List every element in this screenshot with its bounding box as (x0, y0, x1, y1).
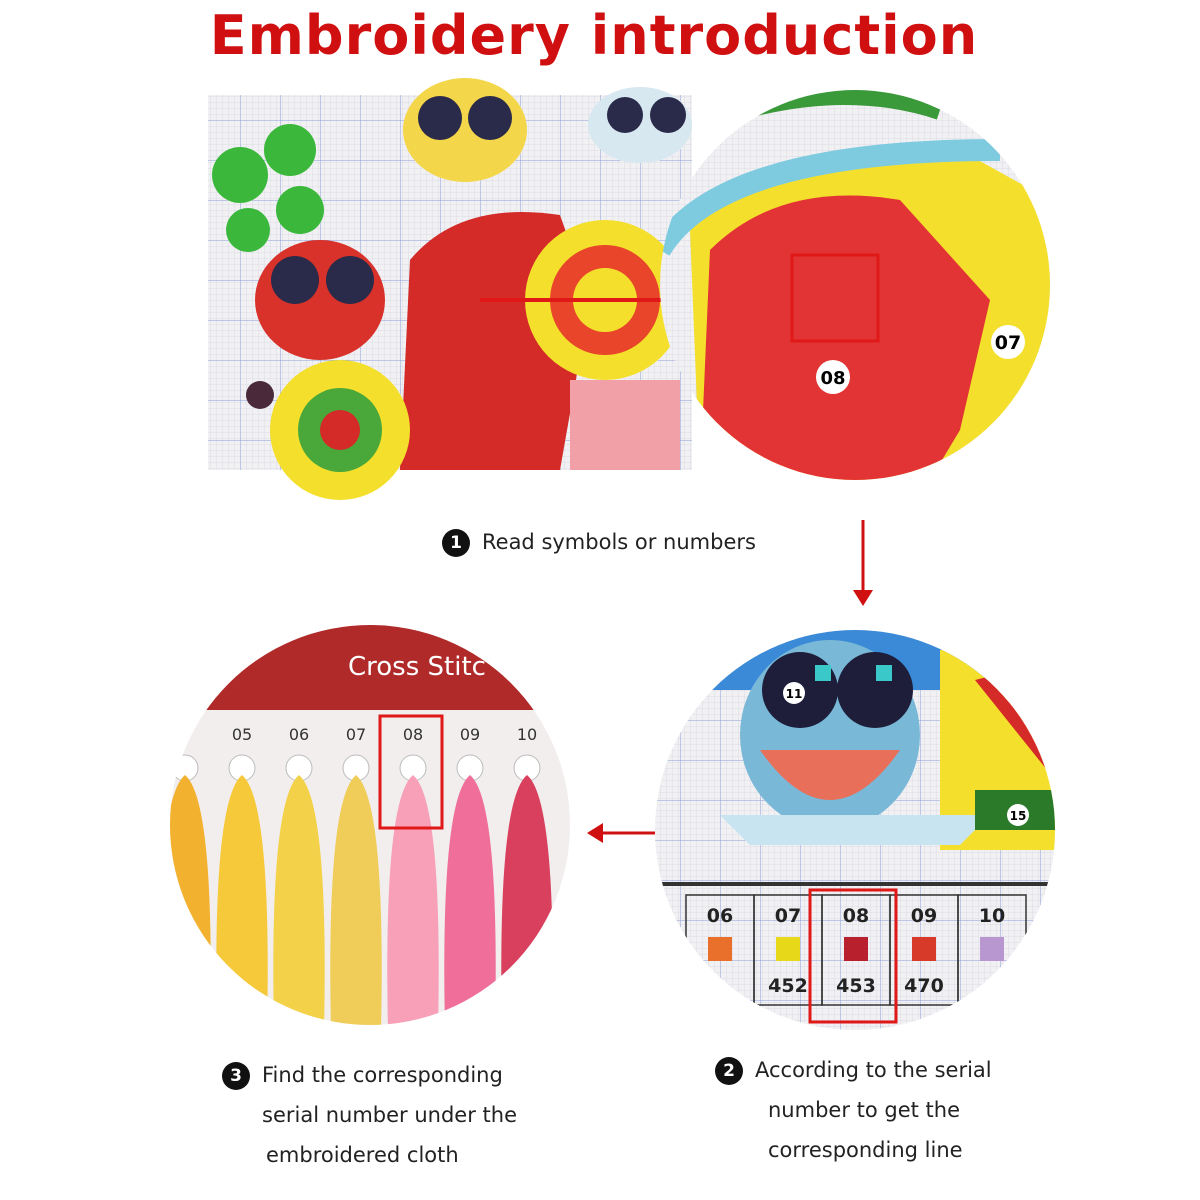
arrow-left-icon (587, 823, 655, 843)
step-3-line-1: Find the corresponding (262, 1063, 503, 1087)
thread-skein (216, 775, 268, 1025)
magnified-pattern: 07 08 (660, 90, 1050, 480)
step-number-3: 3 (222, 1062, 250, 1090)
highlight-box (790, 253, 880, 343)
color-swatch (844, 937, 868, 961)
color-swatch (912, 937, 936, 961)
chart-header: 06 (707, 905, 733, 927)
chart-header: 08 (843, 905, 869, 927)
step-1-text: Read symbols or numbers (482, 530, 756, 554)
clover (212, 124, 324, 252)
card-number: 10 (517, 725, 537, 744)
chart-header: 10 (979, 905, 1005, 927)
color-swatch (708, 937, 732, 961)
card-number: 08 (403, 725, 423, 744)
step-number-1: 1 (442, 529, 470, 557)
thread-card-photo: Cross Stitc 4 05 06 07 08 09 10 (170, 625, 570, 1025)
thread-skein (444, 775, 496, 1025)
pattern-label-08: 08 (820, 368, 845, 389)
thread-code: 453 (836, 975, 876, 997)
thread-skein (387, 775, 439, 1025)
pattern-photo (208, 78, 692, 500)
thread-skein (273, 775, 325, 1025)
arrow-down-icon (853, 520, 873, 606)
step-2-line-2: number to get the (768, 1098, 961, 1122)
pattern-label-07: 07 (995, 332, 1021, 354)
step-2: 2 According to the serial number to get t… (715, 1050, 992, 1170)
step-number-2: 2 (715, 1057, 743, 1085)
page-title: Embroidery introduction (209, 4, 979, 67)
card-number: 07 (346, 725, 366, 744)
step-3: 3 Find the corresponding serial number un… (222, 1055, 517, 1175)
card-number: 09 (460, 725, 480, 744)
step-3-line-2: serial number under the (262, 1103, 517, 1127)
chart-symbol-15: 15 (1010, 809, 1027, 823)
step-2-line-3: corresponding line (768, 1138, 963, 1162)
card-header: Cross Stitc (348, 652, 486, 682)
card-highlight-box (378, 714, 444, 830)
card-number: 06 (289, 725, 309, 744)
color-swatch (776, 937, 800, 961)
chart-header: 09 (911, 905, 937, 927)
card-number: 4 (180, 725, 190, 744)
step-3-line-3: embroidered cloth (266, 1143, 459, 1167)
thread-code: 452 (768, 975, 808, 997)
thread-skein (330, 775, 382, 1025)
color-swatch (980, 937, 1004, 961)
chart-photo: 11 15 06 07 452 08 453 09 470 10 (655, 630, 1055, 1030)
card-number: 05 (232, 725, 252, 744)
chart-highlight-box (808, 888, 898, 1024)
chart-symbol-11: 11 (786, 687, 803, 701)
thread-code: 470 (904, 975, 944, 997)
step-1: 1 Read symbols or numbers (442, 522, 756, 562)
chart-header: 07 (775, 905, 801, 927)
step-2-line-1: According to the serial (755, 1058, 992, 1082)
